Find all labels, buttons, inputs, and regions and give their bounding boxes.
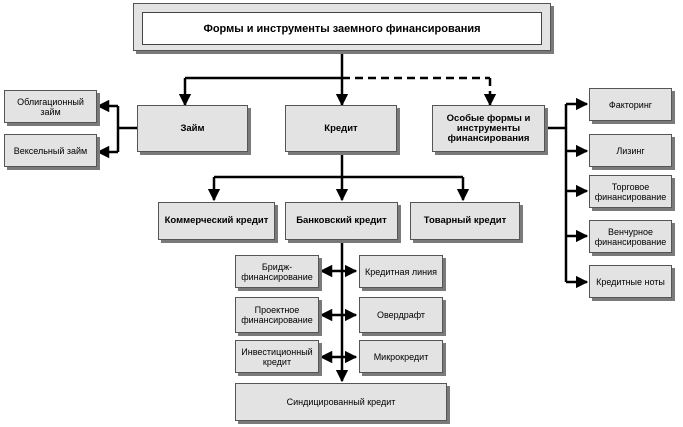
box-faktoring: Факторинг — [589, 88, 672, 121]
box-lizing: Лизинг — [589, 134, 672, 167]
box-obligatsionny-zaim: Облигационный займ — [4, 90, 97, 123]
box-zaim: Займ — [137, 105, 248, 152]
box-kreditnaya-liniya: Кредитная линия — [359, 255, 443, 288]
box-kommercheskiy-kredit: Коммерческий кредит — [158, 202, 275, 240]
box-overdraft: Овердрафт — [359, 297, 443, 333]
box-kreditnye-noty: Кредитные ноты — [589, 265, 672, 298]
box-mikrokredit: Микрокредит — [359, 340, 443, 373]
diagram-title: Формы и инструменты заемного финансирова… — [142, 12, 542, 45]
box-investitsionny-kredit: Инвестиционный кредит — [235, 340, 319, 373]
box-osobye: Особые формы и инструменты финансировани… — [432, 105, 545, 152]
box-tovarny-kredit: Товарный кредит — [410, 202, 520, 240]
box-sindits-kredit: Синдицированный кредит — [235, 383, 447, 421]
box-torgovoe-finansirovanie: Торговое финансирование — [589, 175, 672, 208]
box-vekselny-zaim: Вексельный займ — [4, 134, 97, 167]
box-kredit: Кредит — [285, 105, 397, 152]
box-bridzh-finansirovanie: Бридж-финансирование — [235, 255, 319, 288]
box-proektnoe-finansirovanie: Проектное финансирование — [235, 297, 319, 333]
box-venchurnoe-finansirovanie: Венчурное финансирование — [589, 220, 672, 253]
box-bankovskiy-kredit: Банковский кредит — [285, 202, 398, 240]
